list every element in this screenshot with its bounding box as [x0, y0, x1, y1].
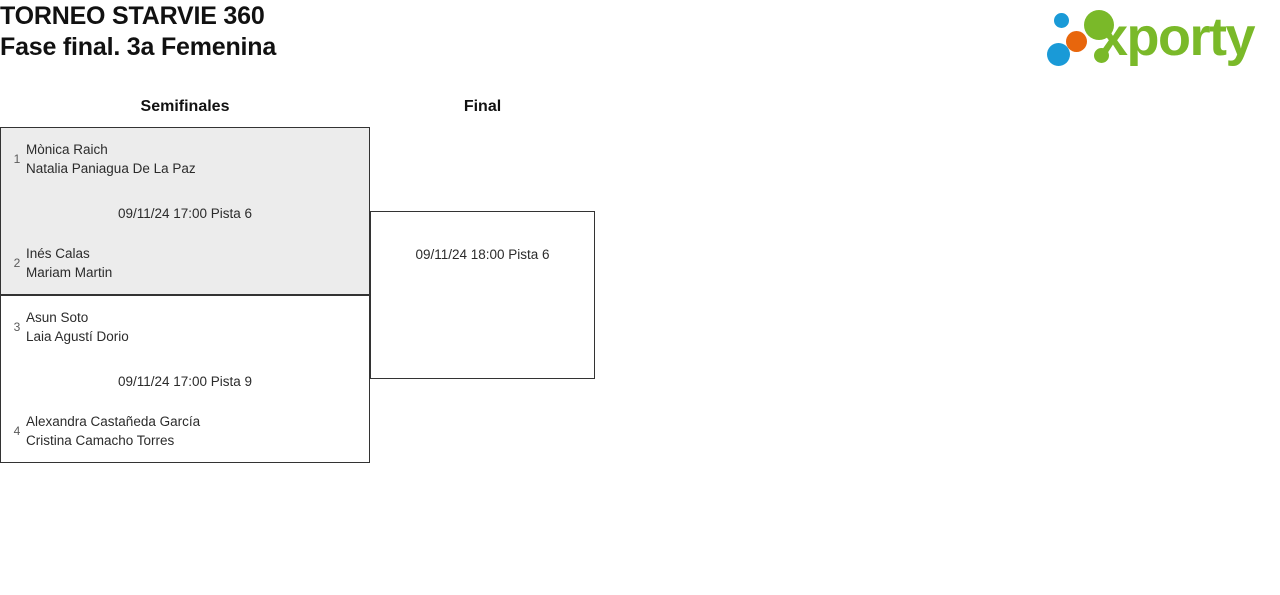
logo-dots-icon: [1042, 7, 1114, 67]
team-players: Alexandra Castañeda García Cristina Cama…: [26, 412, 200, 450]
team-players: Asun Soto Laia Agustí Dorio: [26, 308, 129, 346]
player-name: Mònica Raich: [26, 142, 108, 157]
team-seed: 4: [13, 424, 21, 438]
page-title: TORNEO STARVIE 360: [0, 2, 265, 30]
title-block: TORNEO STARVIE 360 Fase final. 3a Femeni…: [0, 2, 276, 62]
team-players: Mònica Raich Natalia Paniagua De La Paz: [26, 140, 196, 178]
match-box-final[interactable]: 09/11/24 18:00 Pista 6: [370, 211, 595, 379]
player-name: Inés Calas: [26, 246, 90, 261]
player-name: Mariam Martin: [26, 265, 113, 280]
player-name: Laia Agustí Dorio: [26, 329, 129, 344]
player-name: Natalia Paniagua De La Paz: [26, 161, 196, 176]
match-schedule-info: 09/11/24 17:00 Pista 9: [117, 374, 253, 389]
logo-wordmark: xporty: [1098, 7, 1256, 67]
player-name: Alexandra Castañeda García: [26, 414, 201, 429]
match-box-semifinal-1[interactable]: 1 Mònica Raich Natalia Paniagua De La Pa…: [0, 127, 370, 295]
logo-dot-green-large-icon: [1084, 10, 1114, 40]
page-header: TORNEO STARVIE 360 Fase final. 3a Femeni…: [0, 0, 1280, 78]
match-schedule-info: 09/11/24 18:00 Pista 6: [415, 247, 550, 262]
player-name: Cristina Camacho Torres: [26, 433, 175, 448]
team-seed: 1: [13, 152, 21, 166]
team-seed: 3: [13, 320, 21, 334]
team-entry[interactable]: 3 Asun Soto Laia Agustí Dorio: [1, 308, 369, 346]
team-entry[interactable]: 4 Alexandra Castañeda García Cristina Ca…: [1, 412, 369, 450]
logo-dot-blue-large-icon: [1047, 43, 1070, 66]
team-seed: 2: [13, 256, 21, 270]
xporty-logo: xporty: [1042, 4, 1274, 70]
team-players: Inés Calas Mariam Martin: [26, 244, 112, 282]
team-entry[interactable]: 1 Mònica Raich Natalia Paniagua De La Pa…: [1, 140, 369, 178]
round-header-semifinales: Semifinales: [140, 98, 230, 115]
team-entry[interactable]: 2 Inés Calas Mariam Martin: [1, 244, 369, 282]
logo-dot-orange-icon: [1066, 31, 1087, 52]
player-name: Asun Soto: [26, 310, 89, 325]
match-box-semifinal-2[interactable]: 3 Asun Soto Laia Agustí Dorio 09/11/24 1…: [0, 295, 370, 463]
phase-subtitle: Fase final. 3a Femenina: [0, 32, 277, 61]
logo-dot-blue-small-icon: [1054, 13, 1069, 28]
logo-dot-green-small-icon: [1094, 48, 1109, 63]
match-schedule-info: 09/11/24 17:00 Pista 6: [117, 206, 253, 221]
round-header-final: Final: [463, 98, 502, 115]
